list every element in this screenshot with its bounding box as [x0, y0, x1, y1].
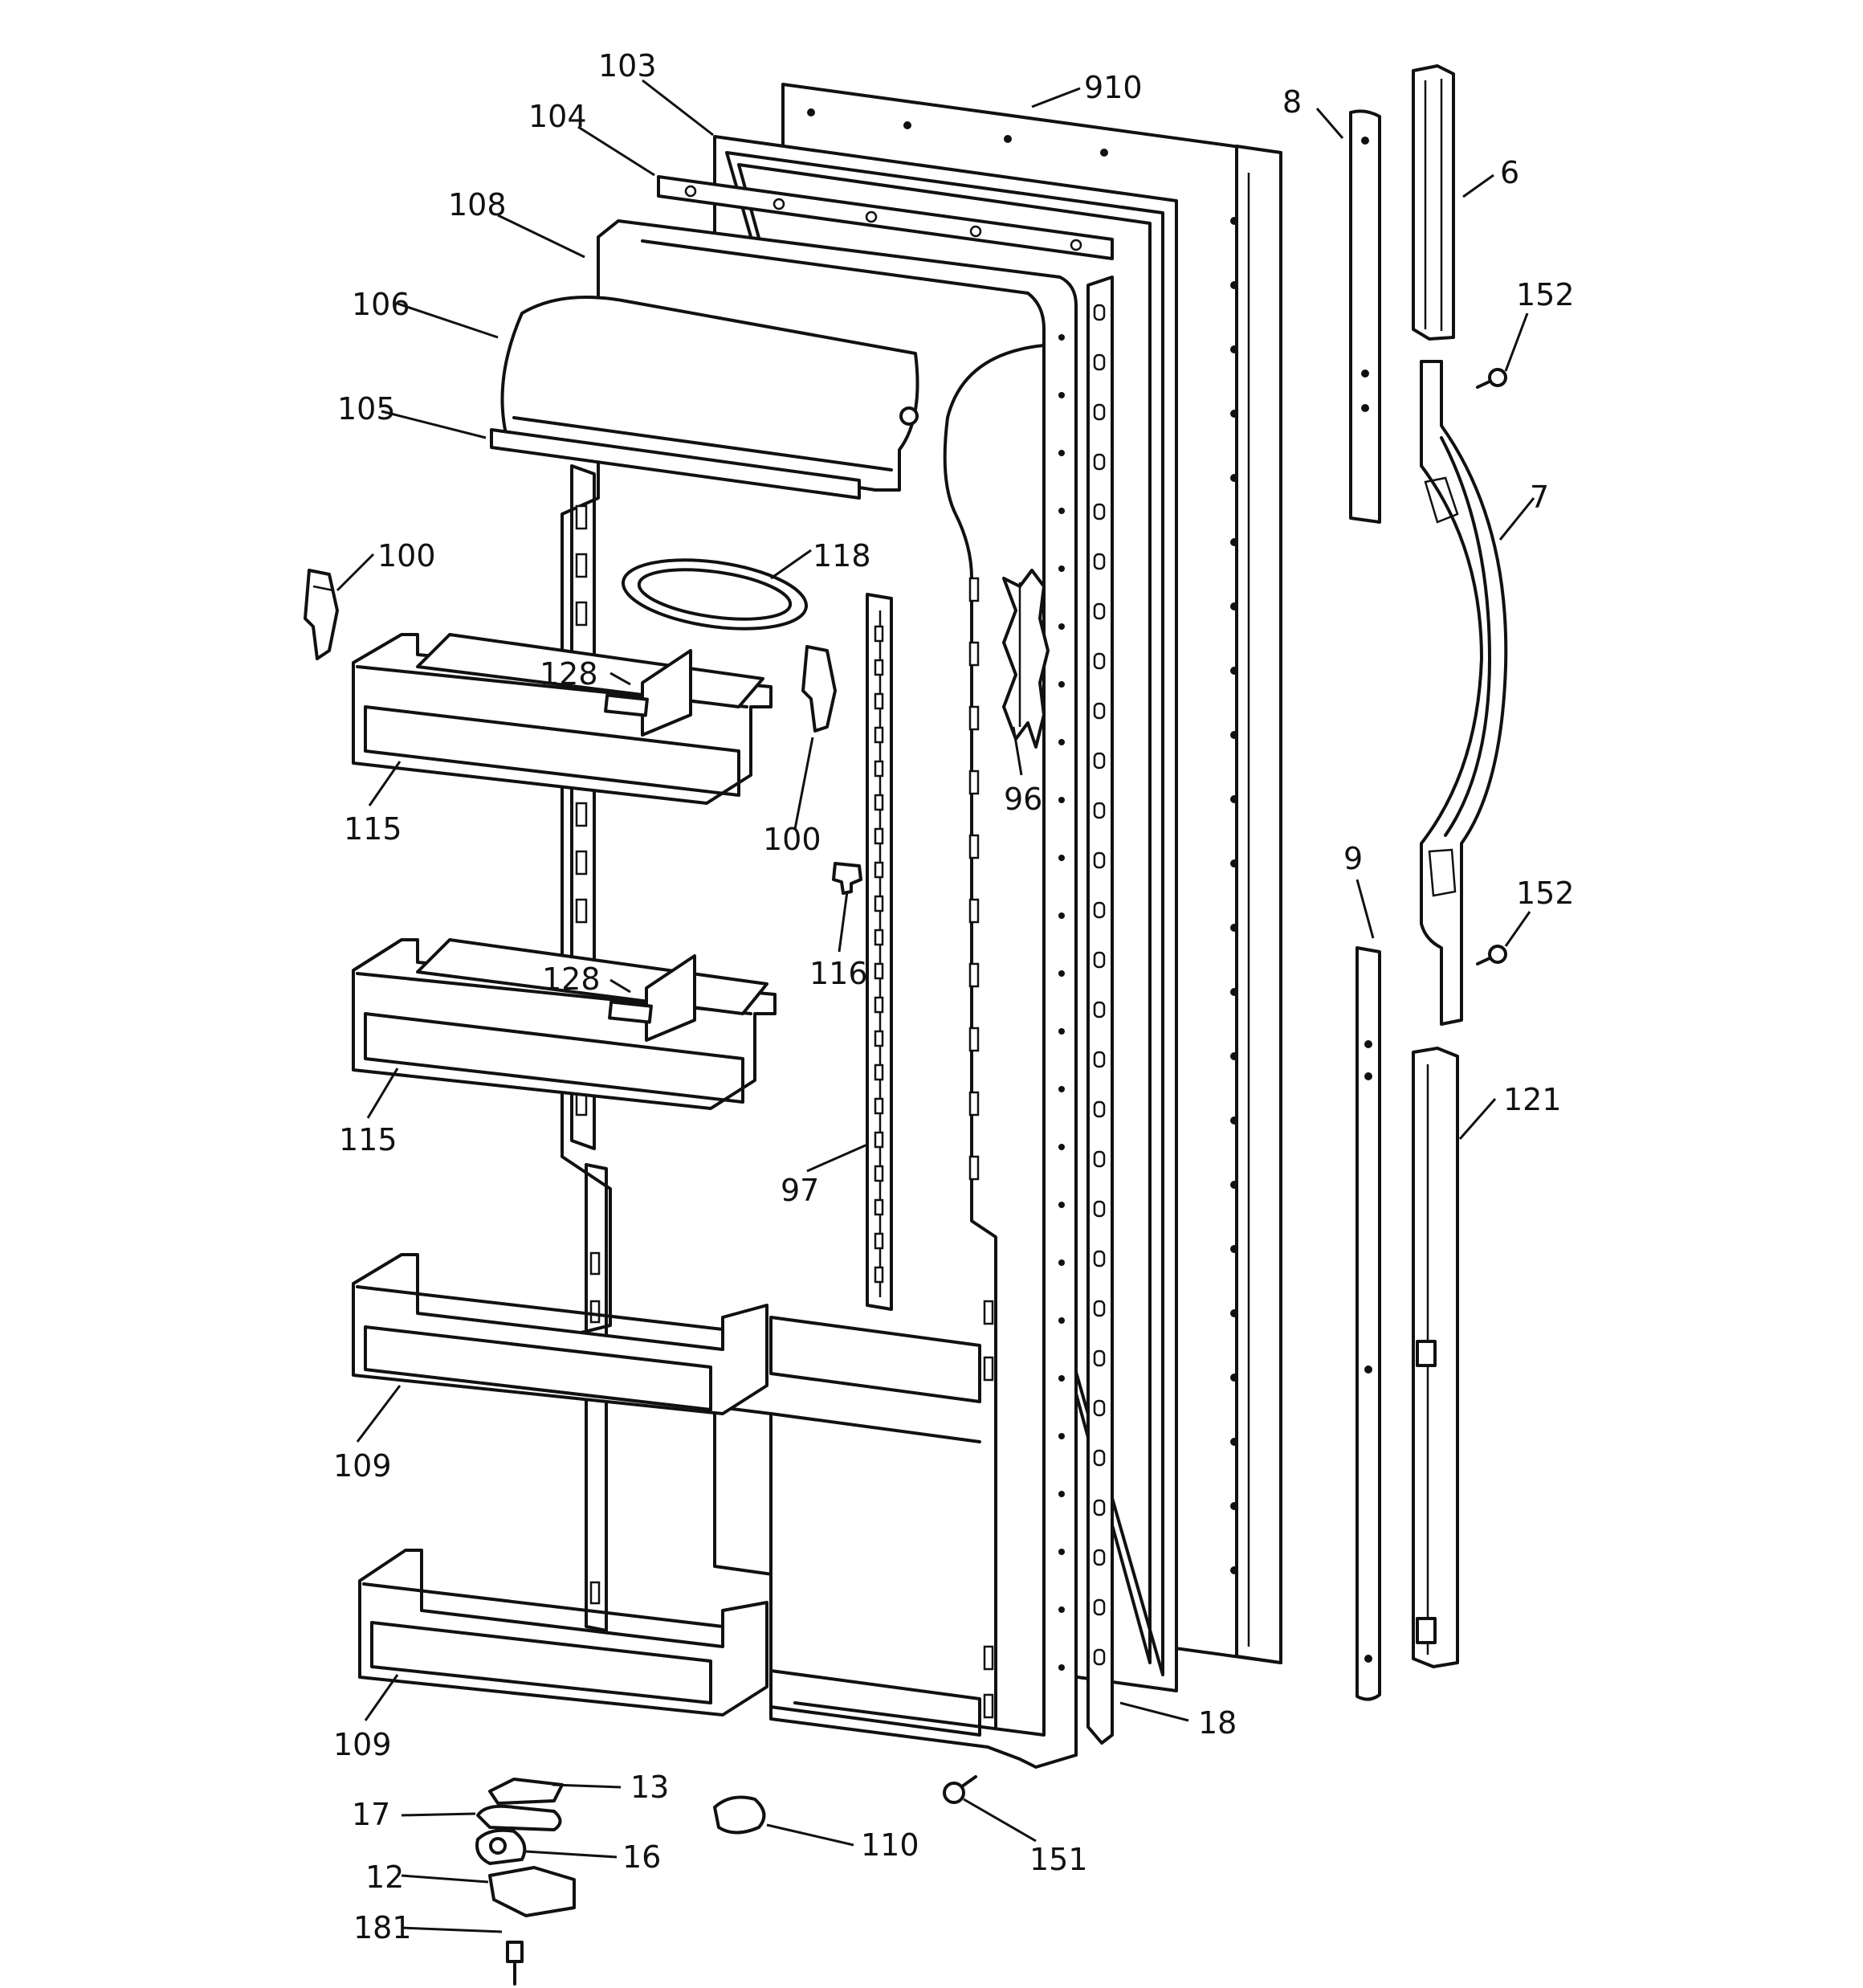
- hinge-screw-181: [506, 1941, 524, 1986]
- bin-115-upper: [352, 633, 773, 805]
- callout-115-lower: 115: [339, 1122, 397, 1157]
- callout-110: 110: [861, 1827, 919, 1863]
- dairy-door-bar: [490, 428, 861, 500]
- shelf-clip-left: [304, 569, 339, 660]
- magnetic-strip: [1086, 276, 1114, 1745]
- rail-97-slots: [874, 625, 884, 1284]
- callout-96: 96: [1004, 782, 1042, 817]
- clip-116: [832, 862, 862, 895]
- callout-151: 151: [1029, 1842, 1088, 1877]
- top-trim-strip: [657, 175, 1114, 260]
- right-liner-slots: [968, 577, 994, 1719]
- callout-910: 910: [1084, 70, 1143, 105]
- callout-128-upper: 128: [540, 656, 598, 692]
- bin-115-lower: [352, 938, 777, 1110]
- callout-152-lower: 152: [1516, 876, 1575, 911]
- callout-100-right: 100: [763, 822, 821, 857]
- bin-109-upper: [352, 1253, 768, 1415]
- left-shelf-rail: [570, 464, 608, 1632]
- callout-labels: 103 910 8 6 104 108 106 105 152 7 100 11…: [333, 48, 1575, 1945]
- hinge-shim-17: [476, 1804, 562, 1831]
- screw-152-lower: [1476, 945, 1507, 965]
- dairy-door: [500, 296, 919, 492]
- panel-screw-holes: [807, 108, 1238, 1574]
- callout-17: 17: [352, 1797, 390, 1832]
- hinge-plate-13: [488, 1778, 564, 1805]
- screw-151: [943, 1775, 977, 1804]
- trim-strip-8: [1349, 109, 1381, 524]
- bin-stop-110: [713, 1795, 766, 1835]
- callout-103: 103: [598, 48, 657, 84]
- callout-109-upper: 109: [333, 1448, 392, 1484]
- callout-100-left: 100: [377, 538, 436, 574]
- handle-7: [1420, 360, 1508, 1026]
- callout-116: 116: [809, 956, 868, 991]
- callout-104: 104: [528, 99, 587, 134]
- callout-121: 121: [1503, 1082, 1562, 1117]
- callout-7: 7: [1530, 480, 1549, 515]
- callout-109-lower: 109: [333, 1727, 392, 1762]
- callout-6: 6: [1500, 155, 1519, 190]
- callout-18: 18: [1198, 1705, 1237, 1741]
- bracket-96: [1002, 569, 1050, 749]
- callout-128-lower: 128: [542, 961, 601, 997]
- callout-8: 8: [1282, 84, 1302, 120]
- handle-cap-6: [1412, 64, 1455, 341]
- shelf-rail-97: [866, 593, 893, 1311]
- callout-13: 13: [630, 1770, 669, 1805]
- callout-9: 9: [1343, 841, 1363, 876]
- trim-strip-121: [1412, 1047, 1459, 1668]
- oval-rim: [621, 558, 809, 631]
- screw-152-upper: [1476, 368, 1507, 389]
- callout-16: 16: [622, 1839, 661, 1875]
- callout-106: 106: [352, 287, 410, 322]
- callout-97: 97: [781, 1173, 819, 1208]
- liner-edge-dots: [1058, 334, 1065, 1671]
- callout-105: 105: [337, 391, 396, 427]
- callout-118: 118: [813, 538, 871, 574]
- hinge-cam-16: [475, 1828, 527, 1865]
- callout-115-upper: 115: [344, 811, 402, 847]
- callout-12: 12: [365, 1859, 404, 1895]
- bin-109-lower: [358, 1549, 768, 1717]
- trim-strip-9: [1355, 946, 1381, 1701]
- shelf-clip-right: [801, 645, 837, 733]
- hinge-bracket-12: [488, 1866, 576, 1917]
- callout-152-upper: 152: [1516, 277, 1575, 312]
- callout-181: 181: [353, 1910, 412, 1945]
- leader-lines: [336, 79, 1535, 1933]
- callout-108: 108: [448, 187, 507, 222]
